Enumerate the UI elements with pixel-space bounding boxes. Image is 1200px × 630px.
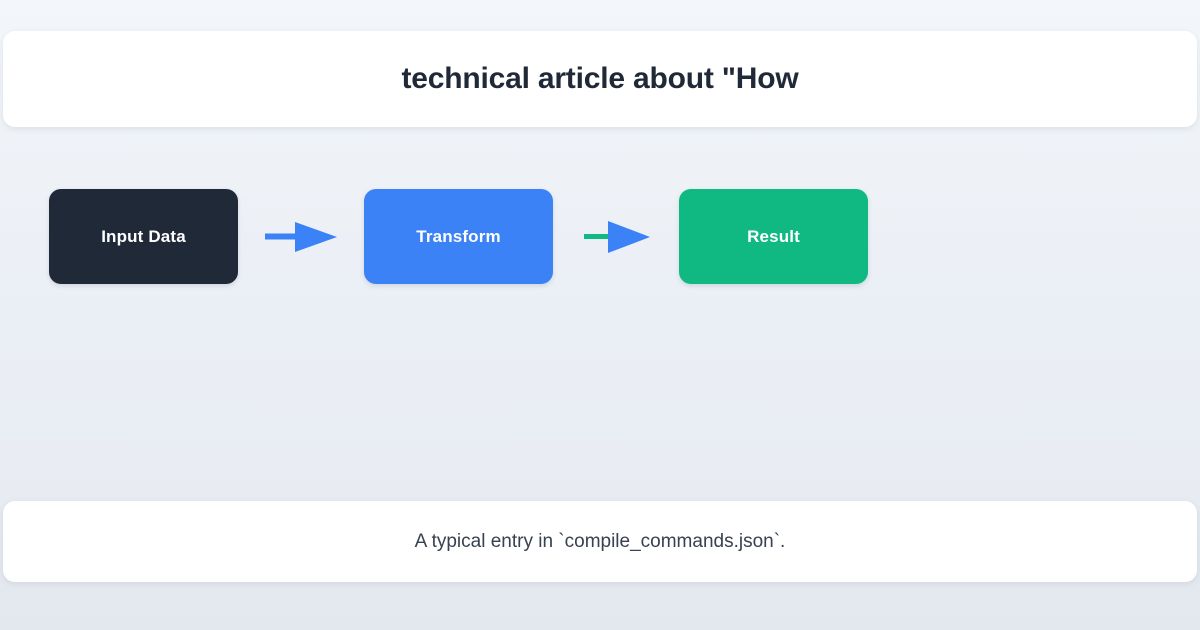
caption-text: A typical entry in `compile_commands.jso… — [414, 530, 786, 552]
flow-node-label: Input Data — [101, 226, 186, 246]
flow-arrow-1-icon — [238, 189, 364, 284]
flow-node-input-data: Input Data — [49, 189, 238, 284]
flow-node-label: Result — [747, 226, 800, 246]
flow-node-transform: Transform — [364, 189, 553, 284]
flow-node-label: Transform — [416, 226, 501, 246]
caption-card: A typical entry in `compile_commands.jso… — [3, 501, 1197, 582]
header-card: technical article about "How — [3, 31, 1197, 127]
page-title: technical article about "How — [401, 62, 799, 95]
flow-arrow-2-icon — [553, 189, 679, 284]
flow-node-result: Result — [679, 189, 868, 284]
flow-diagram: Input Data Transform Result — [49, 189, 868, 284]
